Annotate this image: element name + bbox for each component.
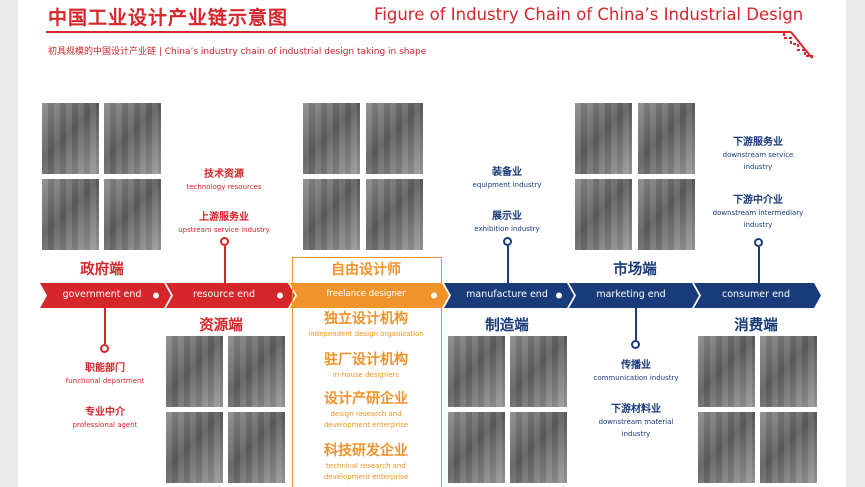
photo-resource-3 <box>166 412 223 483</box>
resource-item-technology: 技术资源 technology resources <box>186 169 262 191</box>
node-freelance-cn: 自由设计师 <box>331 262 401 278</box>
photo-resource-1 <box>166 336 223 407</box>
government-item-agent: 专业中介 professional agent <box>72 407 138 429</box>
photo-government-1 <box>42 103 99 174</box>
title-rule <box>46 31 791 33</box>
photo-manufacture-4 <box>510 412 567 483</box>
photo-manufacture-2 <box>510 336 567 407</box>
chain-label-government: government end <box>62 289 142 300</box>
chain-label-consumer: consumer end <box>722 289 790 300</box>
node-consumer-cn: 消费端 <box>734 318 778 334</box>
consumer-item-service: 下游服务业 downstream service industry <box>722 137 794 171</box>
connector-dot-icon <box>754 238 763 247</box>
photo-freelance-2 <box>366 103 423 174</box>
node-marketing-cn: 市场端 <box>613 262 657 278</box>
photo-marketing-4 <box>638 179 695 250</box>
photo-freelance-4 <box>366 179 423 250</box>
photo-government-4 <box>104 179 161 250</box>
connector-dot-icon <box>100 344 109 353</box>
infographic-page: 中国工业设计产业链示意图 Figure of Industry Chain of… <box>18 0 846 487</box>
freelance-item-independent: 独立设计机构 independent design organization <box>308 311 424 338</box>
photo-marketing-2 <box>638 103 695 174</box>
title-english: Figure of Industry Chain of China’s Indu… <box>374 5 804 24</box>
connector-line <box>758 247 760 283</box>
consumer-item-intermediary: 下游中介业 downstream intermediary industry <box>712 195 804 229</box>
connector-line <box>104 308 106 344</box>
photo-freelance-3 <box>303 179 360 250</box>
photo-marketing-3 <box>575 179 632 250</box>
manufacture-item-equipment: 装备业 equipment industry <box>472 167 542 189</box>
photo-freelance-1 <box>303 103 360 174</box>
government-item-functional: 职能部门 functional department <box>65 363 145 385</box>
chain-label-marketing: marketing end <box>596 289 666 300</box>
node-government-cn: 政府端 <box>80 262 124 278</box>
photo-government-3 <box>42 179 99 250</box>
photo-consumer-1 <box>698 336 755 407</box>
photo-consumer-4 <box>760 412 817 483</box>
freelance-item-design-rnd: 设计产研企业 design research and development e… <box>323 391 409 429</box>
photo-marketing-1 <box>575 103 632 174</box>
chain-label-freelance: freelance designer <box>326 289 406 299</box>
photo-resource-2 <box>228 336 285 407</box>
freelance-item-inhouse: 驻厂设计机构 in-house designers <box>324 352 408 379</box>
subtitle: 初具规模的中国设计产业链 | China’s industry chain of… <box>48 47 427 57</box>
node-manufacture-cn: 制造端 <box>485 318 529 334</box>
manufacture-item-exhibition: 展示业 exhibition industry <box>474 211 540 233</box>
connector-dot-icon <box>631 340 640 349</box>
connector-dot-icon <box>220 237 229 246</box>
connector-dot-icon <box>503 237 512 246</box>
connector-line <box>507 246 509 283</box>
photo-resource-4 <box>228 412 285 483</box>
industry-chain-arrow <box>40 283 821 308</box>
title-chinese: 中国工业设计产业链示意图 <box>48 7 289 29</box>
connector-line <box>635 308 637 341</box>
photo-manufacture-1 <box>448 336 505 407</box>
chain-label-manufacture: manufacture end <box>466 289 548 300</box>
marketing-item-material: 下游材料业 downstream material industry <box>598 404 674 438</box>
chain-label-resource: resource end <box>192 289 256 300</box>
freelance-frame <box>292 257 442 487</box>
resource-item-upstream: 上游服务业 upstream service industry <box>178 212 270 234</box>
photo-consumer-3 <box>698 412 755 483</box>
photo-consumer-2 <box>760 336 817 407</box>
photo-manufacture-3 <box>448 412 505 483</box>
staircase-decoration-icon <box>770 31 813 60</box>
marketing-item-communication: 传播业 communication industry <box>593 360 679 382</box>
connector-line <box>224 246 226 283</box>
node-resource-cn: 资源端 <box>199 318 243 334</box>
freelance-item-tech-rnd: 科技研发企业 technical research and developmen… <box>323 443 409 481</box>
photo-government-2 <box>104 103 161 174</box>
